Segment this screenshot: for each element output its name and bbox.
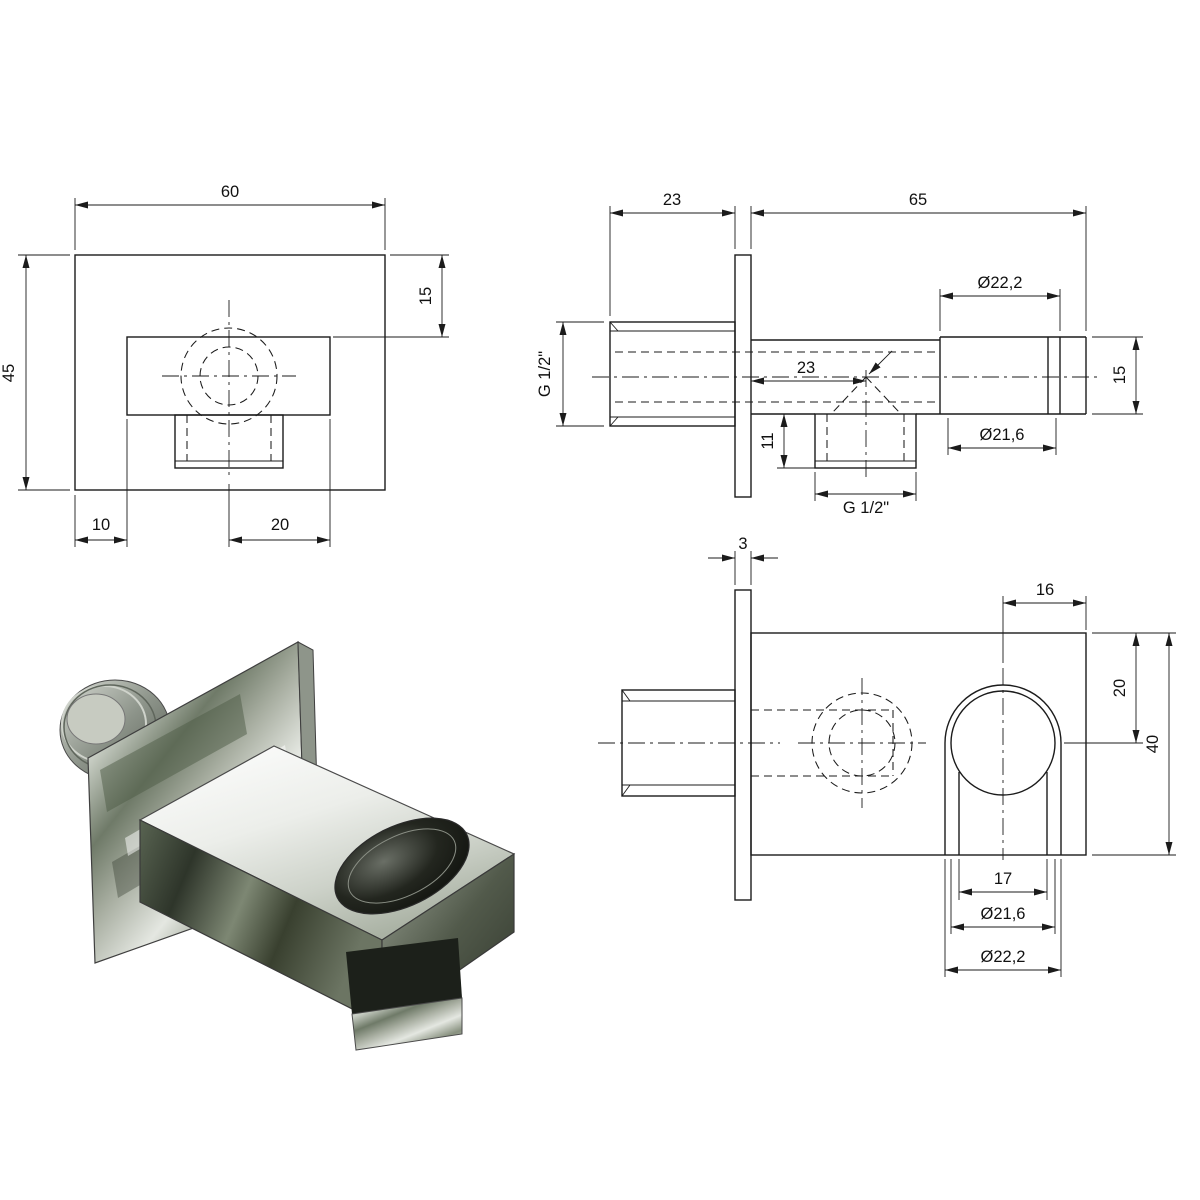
- dim-inlet-thread-size-label: G 1/2": [536, 351, 554, 397]
- wall-plate-front-outline: [74, 254, 386, 491]
- holder-front-lip: [351, 997, 463, 1051]
- dim-front-left-offset-label: 10: [92, 516, 110, 534]
- dim-outlet-center-offset-label: 23: [797, 359, 815, 377]
- holder-hole: [334, 817, 470, 915]
- dim-holder-inner-dia-label-2: Ø21,6: [981, 905, 1026, 923]
- dim-body-height-label: 40: [1144, 735, 1162, 753]
- holder-body-outline: [750, 632, 1087, 856]
- holder-ring-outer-contour: [944, 684, 1062, 855]
- dim-body-length-label: 65: [909, 191, 927, 209]
- dim-slot-width-label: 17: [994, 870, 1012, 888]
- dim-holder-height-label: 15: [1111, 366, 1129, 384]
- dim-front-height-label: 45: [0, 364, 18, 382]
- wall-plate-side-outline: [734, 254, 752, 498]
- dim-holder-top-offset-label: 20: [1111, 679, 1129, 697]
- holder-slot-opening: [346, 938, 462, 1014]
- wall-plate-edge-outline: [734, 589, 752, 901]
- dim-holder-outer-dia-label: Ø22,2: [978, 274, 1023, 292]
- inlet-thread-outline: [609, 321, 736, 427]
- dim-outlet-thread-size-label: G 1/2": [843, 499, 889, 517]
- side-view: 23 65 Ø22,2 G 1/2" 23 15 11 Ø21,6 G 1/2": [536, 191, 1143, 517]
- dim-holder-inner-dia-label: Ø21,6: [980, 426, 1025, 444]
- dim-front-outlet-offset-label: 20: [271, 516, 289, 534]
- front-view: 60 45 15 10 20: [0, 183, 449, 547]
- dim-holder-outer-dia-label-2: Ø22,2: [981, 948, 1026, 966]
- dim-outlet-depth-label: 11: [759, 432, 777, 449]
- dim-front-width-label: 60: [221, 183, 239, 201]
- product-photo-3d: [59, 641, 516, 1051]
- holder-end-view: 3 16 20 40 17 Ø21,6 Ø22,2: [598, 535, 1176, 977]
- dim-plate-thickness-label: 3: [738, 535, 747, 553]
- dim-front-top-offset-label: 15: [417, 287, 435, 305]
- dim-inlet-thread-length-label: 23: [663, 191, 681, 209]
- outlet-side-outline: [814, 413, 917, 469]
- dim-holder-right-offset-label: 16: [1036, 581, 1054, 599]
